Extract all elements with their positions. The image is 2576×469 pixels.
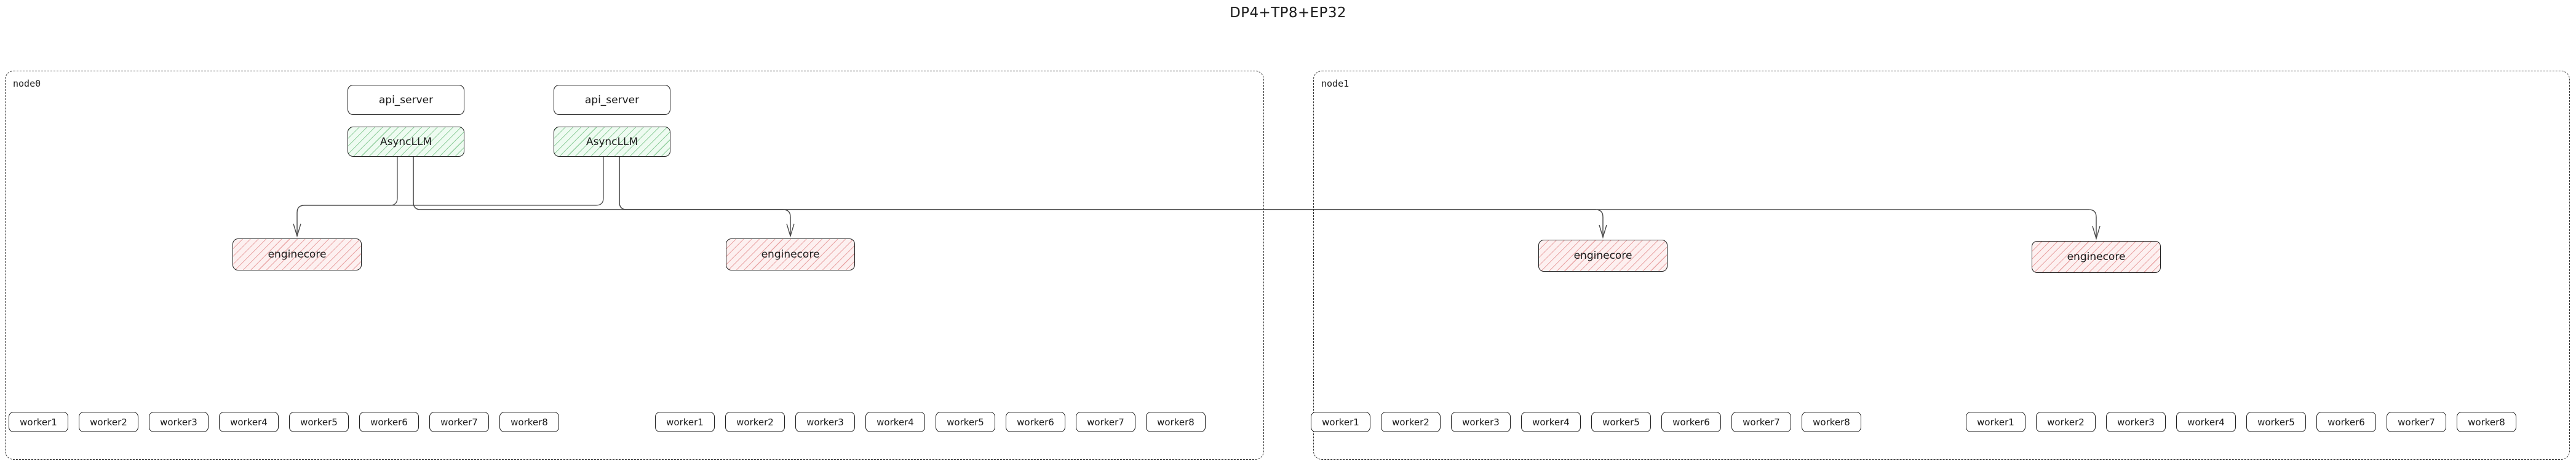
api-server-0[interactable]: api_server [348,85,464,115]
api-server-1[interactable]: api_server [554,85,670,115]
enginecore-3[interactable]: enginecore [2032,241,2161,273]
worker-1-3[interactable]: worker4 [865,412,925,432]
worker-1-1[interactable]: worker2 [725,412,785,432]
worker-2-0[interactable]: worker1 [1311,412,1370,432]
worker-2-5[interactable]: worker6 [1661,412,1721,432]
worker-3-6[interactable]: worker7 [2387,412,2446,432]
worker-1-5[interactable]: worker6 [1006,412,1065,432]
enginecore-2[interactable]: enginecore [1538,240,1668,272]
worker-0-7-label: worker8 [511,416,548,428]
worker-0-1-label: worker2 [90,416,127,428]
worker-3-6-label: worker7 [2398,416,2435,428]
worker-1-1-label: worker2 [736,416,774,428]
worker-0-4[interactable]: worker5 [289,412,349,432]
worker-1-4[interactable]: worker5 [936,412,995,432]
worker-3-7-label: worker8 [2468,416,2505,428]
worker-1-2-label: worker3 [806,416,844,428]
worker-2-6-label: worker7 [1743,416,1780,428]
worker-3-0[interactable]: worker1 [1966,412,2025,432]
worker-0-6-label: worker7 [440,416,478,428]
worker-2-3-label: worker4 [1532,416,1570,428]
worker-0-0-label: worker1 [20,416,57,428]
worker-3-1-label: worker2 [2047,416,2085,428]
api-server-0-label: api_server [378,93,434,106]
worker-3-1[interactable]: worker2 [2036,412,2096,432]
cluster-label-node1: node1 [1319,78,1351,89]
worker-0-4-label: worker5 [300,416,338,428]
enginecore-0-label: enginecore [268,248,327,261]
worker-1-6-label: worker7 [1087,416,1124,428]
worker-2-0-label: worker1 [1322,416,1359,428]
api-server-1-label: api_server [584,93,640,106]
worker-1-4-label: worker5 [947,416,984,428]
worker-2-7[interactable]: worker8 [1802,412,1861,432]
worker-1-5-label: worker6 [1017,416,1054,428]
worker-2-4[interactable]: worker5 [1591,412,1651,432]
worker-3-7[interactable]: worker8 [2457,412,2516,432]
worker-2-1[interactable]: worker2 [1381,412,1441,432]
worker-0-1[interactable]: worker2 [79,412,138,432]
worker-3-2[interactable]: worker3 [2106,412,2166,432]
cluster-label-node0: node0 [11,78,43,89]
worker-0-2[interactable]: worker3 [149,412,209,432]
asyncllm-0-label: AsyncLLM [380,135,432,148]
worker-0-3[interactable]: worker4 [219,412,279,432]
enginecore-1[interactable]: enginecore [726,238,855,270]
worker-0-7[interactable]: worker8 [499,412,559,432]
worker-0-5-label: worker6 [370,416,408,428]
cluster-node1 [1313,71,2570,460]
worker-1-6[interactable]: worker7 [1076,412,1135,432]
asyncllm-0[interactable]: AsyncLLM [348,127,464,157]
worker-3-5[interactable]: worker6 [2316,412,2376,432]
worker-2-1-label: worker2 [1392,416,1429,428]
worker-1-0[interactable]: worker1 [655,412,715,432]
worker-1-7[interactable]: worker8 [1146,412,1206,432]
worker-2-7-label: worker8 [1813,416,1850,428]
worker-3-3-label: worker4 [2187,416,2225,428]
enginecore-3-label: enginecore [2067,251,2126,263]
enginecore-0[interactable]: enginecore [233,238,362,270]
asyncllm-1[interactable]: AsyncLLM [554,127,670,157]
worker-1-0-label: worker1 [666,416,704,428]
worker-3-2-label: worker3 [2117,416,2155,428]
worker-2-2[interactable]: worker3 [1451,412,1511,432]
worker-3-5-label: worker6 [2328,416,2365,428]
worker-3-4[interactable]: worker5 [2246,412,2306,432]
worker-1-7-label: worker8 [1157,416,1195,428]
worker-3-4-label: worker5 [2257,416,2295,428]
worker-0-5[interactable]: worker6 [359,412,419,432]
worker-0-3-label: worker4 [230,416,268,428]
worker-0-6[interactable]: worker7 [429,412,489,432]
worker-2-6[interactable]: worker7 [1731,412,1791,432]
enginecore-2-label: enginecore [1573,250,1632,262]
worker-2-2-label: worker3 [1462,416,1500,428]
worker-1-2[interactable]: worker3 [795,412,855,432]
worker-3-3[interactable]: worker4 [2176,412,2236,432]
worker-0-0[interactable]: worker1 [9,412,68,432]
worker-1-3-label: worker4 [877,416,914,428]
cluster-node0 [5,71,1264,460]
worker-2-5-label: worker6 [1672,416,1710,428]
asyncllm-1-label: AsyncLLM [586,135,638,148]
worker-3-0-label: worker1 [1977,416,2014,428]
worker-2-3[interactable]: worker4 [1521,412,1581,432]
enginecore-1-label: enginecore [761,248,820,261]
page-title: DP4+TP8+EP32 [1230,5,1346,21]
worker-0-2-label: worker3 [160,416,197,428]
worker-2-4-label: worker5 [1602,416,1640,428]
